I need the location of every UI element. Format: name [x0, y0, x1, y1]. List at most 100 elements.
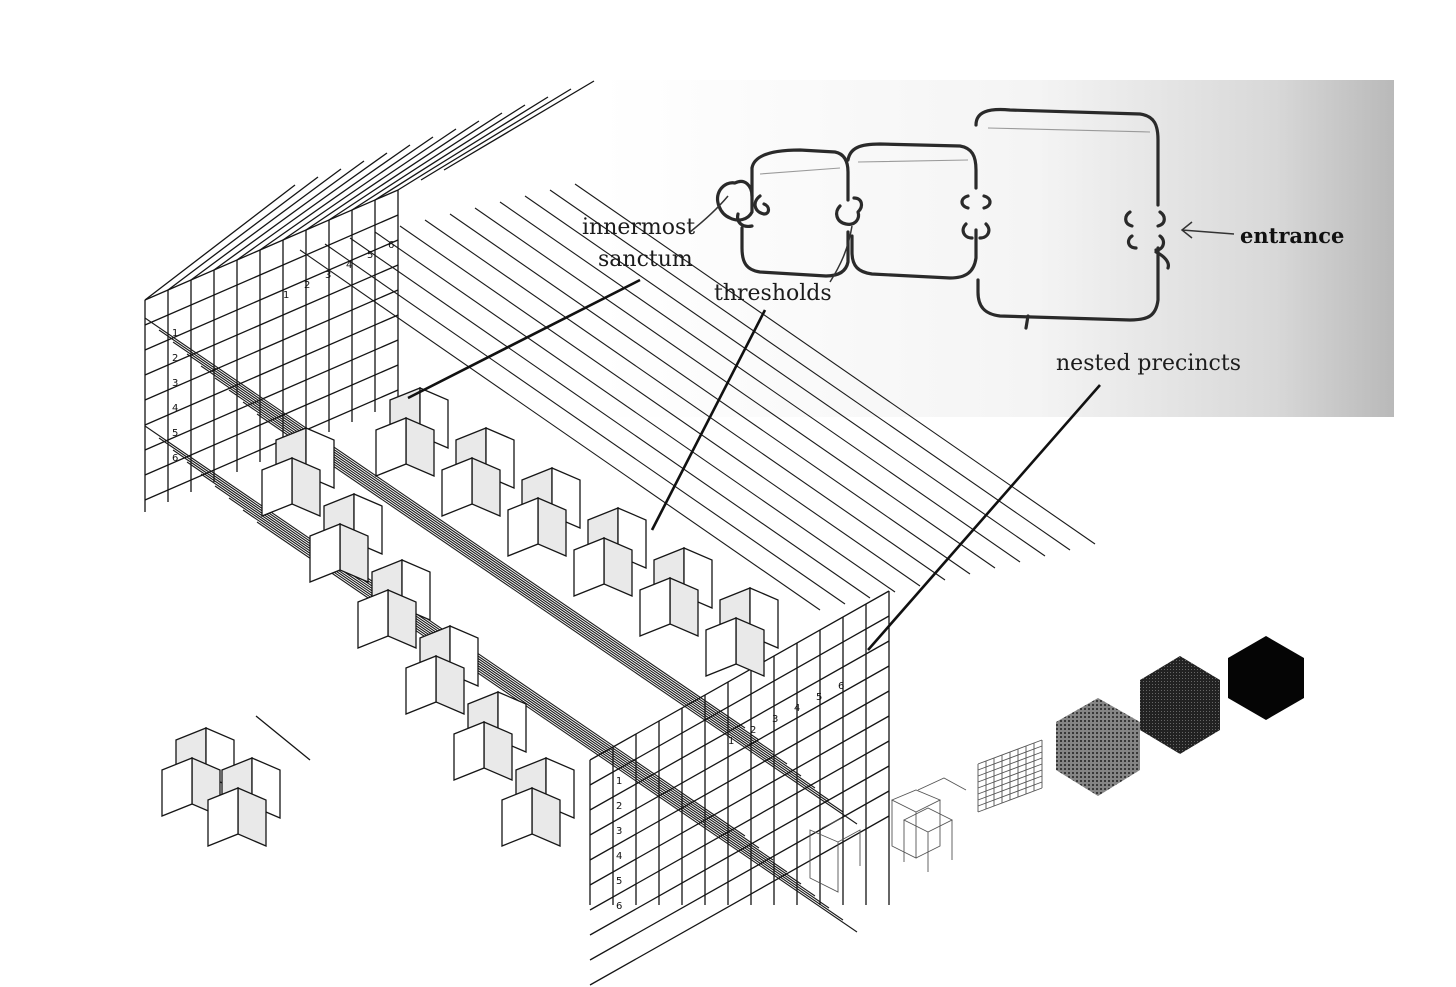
- plate-panel: [357, 589, 389, 649]
- front-column-number: 5: [816, 692, 822, 703]
- precinct-plan-sketch: [716, 107, 1170, 330]
- back-column-number: 6: [388, 240, 394, 251]
- back-grid-horizontal: [144, 264, 399, 376]
- back-column-number: 3: [325, 270, 331, 281]
- front-row-number: 4: [616, 851, 622, 862]
- rail-line: [374, 231, 896, 593]
- plate-band-inner: [261, 427, 575, 847]
- back-row-number: 3: [172, 378, 178, 389]
- top-lattice-line: [328, 120, 480, 221]
- top-lattice-line: [420, 88, 572, 181]
- top-lattice-line: [190, 168, 342, 281]
- cube-edge: [255, 715, 311, 761]
- plate-panel: [161, 757, 193, 817]
- sequence-step-1: [809, 817, 861, 893]
- plate-panel: [309, 523, 341, 583]
- front-column-number: 6: [838, 681, 844, 692]
- front-grid: [589, 590, 890, 986]
- plate-panel: [639, 577, 671, 637]
- back-grid-horizontal: [144, 239, 399, 351]
- rail-line: [256, 521, 858, 933]
- leader-nested-precincts: [867, 384, 1101, 651]
- back-column-number: 1: [283, 290, 289, 301]
- plate-module: [207, 757, 281, 847]
- top-lattice-line: [213, 160, 365, 271]
- rail-line: [549, 189, 1071, 551]
- top-lattice-line: [305, 128, 457, 231]
- rail-line: [242, 401, 844, 813]
- lattice-line: [977, 769, 1043, 795]
- rail-line: [524, 195, 1046, 557]
- rail-line: [449, 213, 971, 575]
- plate-module: [453, 691, 527, 781]
- plate-panel: [261, 457, 293, 517]
- back-top-lattice: [144, 80, 595, 301]
- sketch-panel: [600, 80, 1394, 417]
- rail-line: [144, 317, 746, 729]
- rail-line: [158, 329, 760, 741]
- front-grid-horizontal: [589, 790, 890, 961]
- rail-line: [200, 473, 802, 885]
- thresholds-pointer: [829, 225, 853, 283]
- front-column-number: 4: [794, 703, 800, 714]
- plate-module: [573, 507, 647, 597]
- back-grid: [144, 189, 399, 512]
- leader-thresholds: [650, 309, 767, 531]
- front-column-number: 3: [772, 714, 778, 725]
- top-lattice-line: [259, 144, 411, 251]
- front-grid-horizontal: [589, 665, 890, 836]
- front-grid-horizontal: [589, 765, 890, 936]
- front-grid-horizontal: [589, 815, 890, 986]
- front-row-number: 5: [616, 876, 622, 887]
- back-grid-horizontal: [144, 364, 399, 476]
- front-grid-horizontal: [589, 715, 890, 886]
- plate-module: [375, 387, 449, 477]
- front-row-number: 1: [616, 776, 622, 787]
- sequence-step-5: [1140, 656, 1220, 754]
- sequence-step-6: [1228, 636, 1304, 720]
- front-grid-horizontal: [589, 740, 890, 911]
- plate-panel: [441, 457, 473, 517]
- back-row-number: 2: [172, 353, 178, 364]
- back-row-number: 1: [172, 328, 178, 339]
- top-lattice-line: [167, 176, 319, 291]
- plate-panel: [507, 497, 539, 557]
- back-grid-horizontal: [144, 339, 399, 451]
- rail-line: [324, 243, 846, 605]
- label-entrance: entrance: [1240, 223, 1344, 248]
- back-grid-horizontal: [144, 214, 399, 326]
- densification-sequence: [809, 636, 1304, 893]
- plate-panel: [405, 655, 437, 715]
- back-row-number: 4: [172, 403, 178, 414]
- plate-module: [261, 427, 335, 517]
- front-row-number: 3: [616, 826, 622, 837]
- top-lattice-line: [236, 152, 388, 261]
- plate-module: [705, 587, 779, 677]
- rail-line: [574, 183, 1096, 545]
- leader-lines: [407, 278, 1101, 651]
- rail-line: [172, 341, 774, 753]
- back-column-number: 4: [346, 260, 352, 271]
- rail-line: [256, 413, 858, 825]
- innermost-pointer: [689, 195, 729, 233]
- plate-panel: [501, 787, 533, 847]
- sequence-step-2: [890, 777, 967, 872]
- label-sanctum: sanctum: [598, 247, 693, 272]
- back-grid-horizontal: [144, 189, 399, 301]
- lattice-line: [977, 775, 1043, 801]
- top-lattice-line: [144, 184, 296, 301]
- plate-panel: [207, 787, 239, 847]
- plate-panel: [453, 721, 485, 781]
- entrance-arrow: [1180, 221, 1235, 239]
- back-grid-horizontal: [144, 389, 399, 501]
- top-lattice-line: [397, 96, 549, 191]
- plate-panel: [375, 417, 407, 477]
- back-column-number: 5: [367, 250, 373, 261]
- plate-panel: [573, 537, 605, 597]
- top-lattice-line: [282, 136, 434, 241]
- front-grid-horizontal: [589, 640, 890, 811]
- back-column-number: 2: [304, 280, 310, 291]
